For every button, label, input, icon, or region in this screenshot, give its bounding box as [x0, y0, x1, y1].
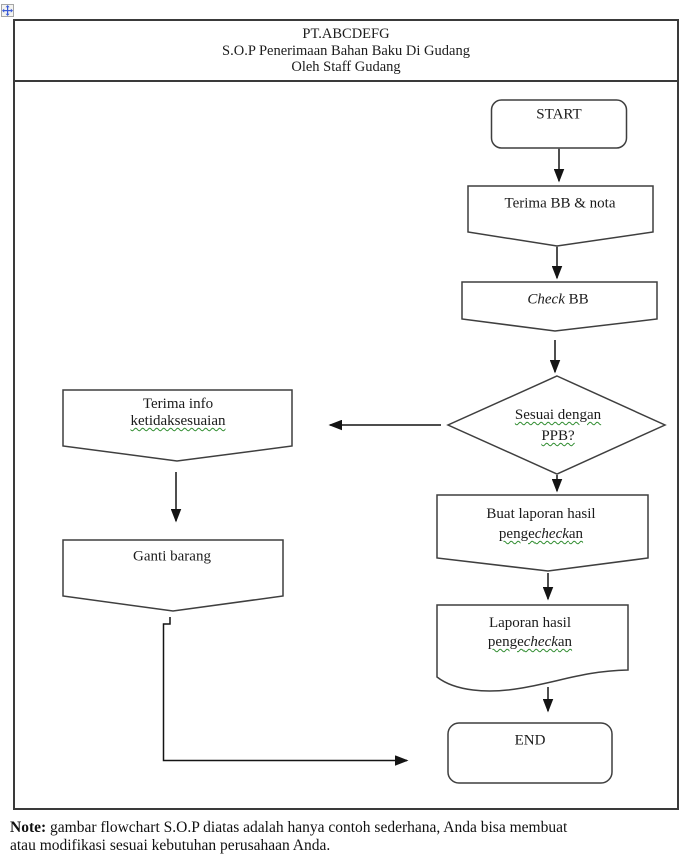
sop-title: S.O.P Penerimaan Bahan Baku Di Gudang	[222, 42, 470, 59]
end-shape	[447, 722, 613, 784]
terima-bb-label: Terima BB & nota	[504, 195, 616, 212]
sop-subtitle: Oleh Staff Gudang	[291, 59, 401, 75]
decision-shape	[446, 375, 667, 475]
move-icon	[2, 5, 13, 16]
arrow-ganti-to-end	[162, 617, 409, 766]
footer-note: Note: gambar flowchart S.O.P diatas adal…	[10, 819, 568, 854]
company-name: PT.ABCDEFG	[302, 26, 390, 42]
terima-info-label: Terima info ketidaksesuaian	[130, 396, 226, 429]
terima-info-shape	[62, 389, 293, 462]
check-bb-shape	[461, 281, 658, 332]
ganti-barang-shape	[62, 539, 284, 612]
laporan-document-shape	[436, 604, 629, 692]
end-label: END	[514, 732, 546, 749]
buat-laporan-label: Buat laporan hasil pengecheckan	[486, 506, 596, 542]
decision-label: Sesuai dengan PPB?	[514, 407, 602, 444]
check-bb-label: Check BB	[527, 291, 589, 308]
laporan-dok-label: Laporan hasil pengecheckan	[487, 615, 573, 650]
terima-bb-shape	[467, 185, 654, 247]
title-block: PT.ABCDEFG S.O.P Penerimaan Bahan Baku D…	[15, 21, 677, 82]
start-label: START	[536, 106, 582, 123]
buat-laporan-shape	[436, 494, 649, 572]
ganti-barang-label: Ganti barang	[133, 548, 211, 565]
object-move-handle[interactable]	[1, 4, 14, 17]
note-label: Note:	[10, 819, 47, 836]
start-shape	[490, 99, 628, 149]
flowchart-frame: PT.ABCDEFG S.O.P Penerimaan Bahan Baku D…	[13, 19, 679, 810]
